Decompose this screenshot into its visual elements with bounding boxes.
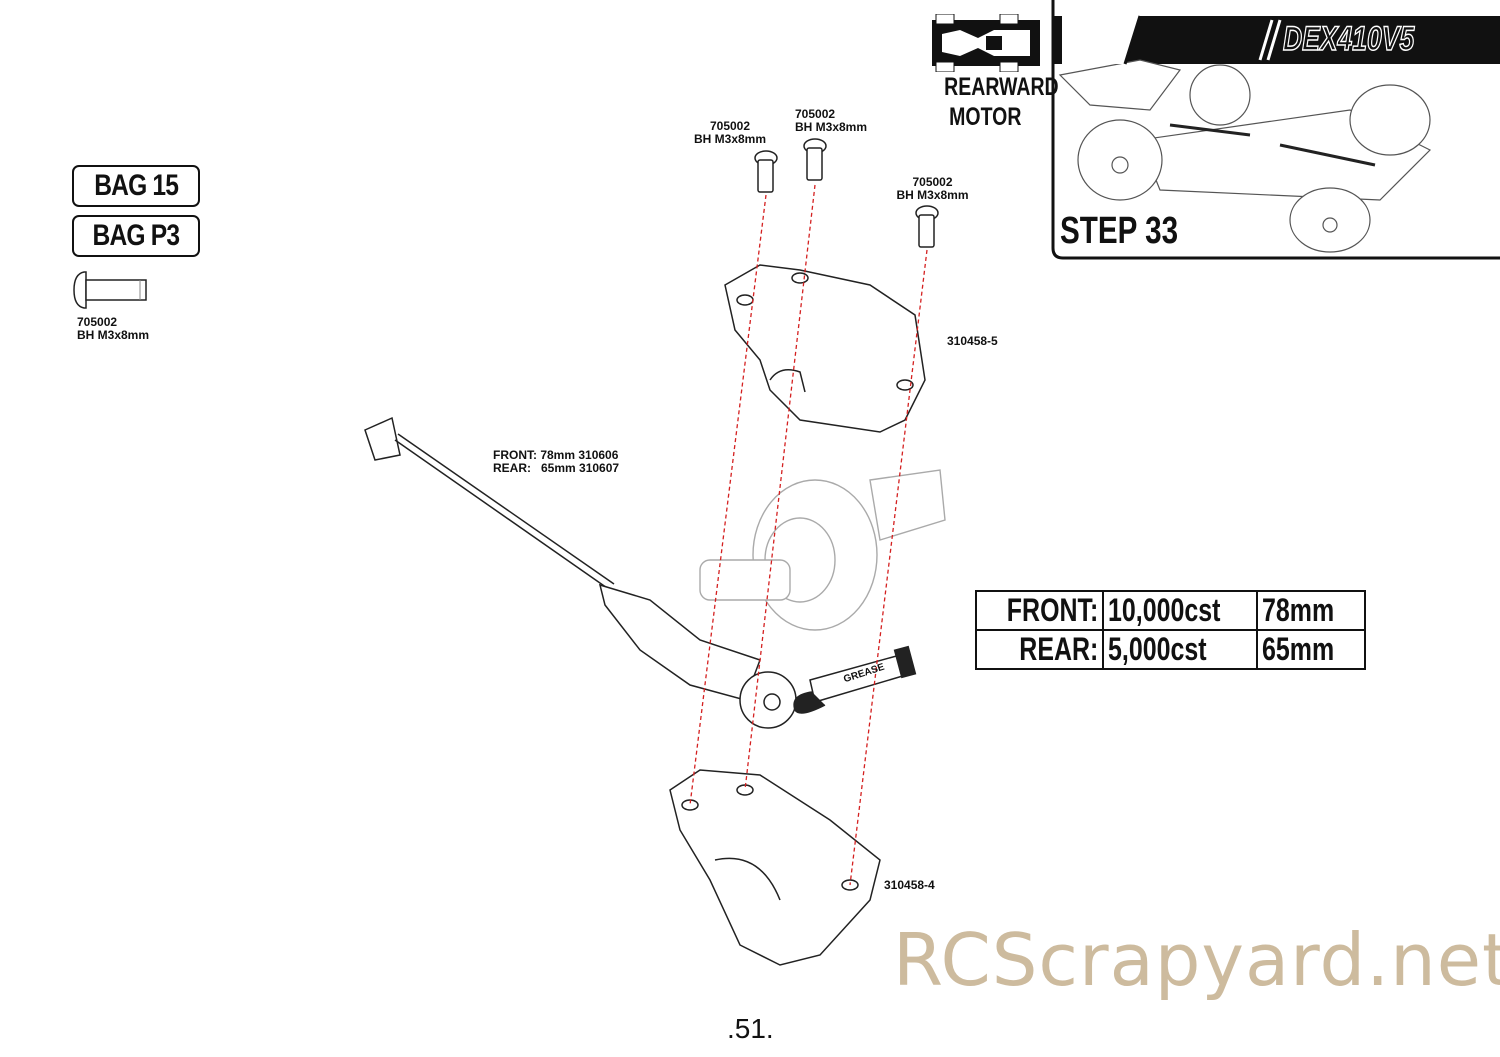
lower-diff-housing [669, 769, 881, 966]
page-number: .51. [727, 1013, 774, 1044]
watermark: RCScrapyard.net [893, 918, 1500, 1002]
screw-icon [915, 205, 939, 248]
screw-icon [803, 138, 827, 181]
lower-housing-part-number: 310458-4 [884, 878, 935, 892]
diff-oil-spec-table: FRONT: 10,000cst 78mm REAR: 5,000cst 65m… [974, 590, 1367, 670]
assembly-guide-lines [689, 184, 928, 886]
step-title: STEP 33 [1060, 210, 1179, 252]
upper-diff-housing [724, 264, 926, 433]
screw-icon [754, 150, 778, 193]
driveshaft [364, 416, 761, 701]
differential-assembly [699, 469, 946, 631]
step-header-box [1051, 0, 1500, 260]
grease-tube-icon [793, 645, 917, 714]
bag-15-text: BAG 15 [94, 169, 179, 202]
dex410-logo: DEX410V5 [1282, 19, 1415, 59]
table-row: FRONT: 10,000cst 78mm [974, 590, 1367, 631]
pinion-gear [739, 671, 797, 729]
bag-p3-label: BAG P3 [72, 215, 200, 257]
bag-p3-text: BAG P3 [92, 219, 180, 252]
screw-legend-icon [73, 271, 147, 309]
upper-housing-part-number: 310458-5 [947, 334, 998, 348]
buggy-overview-illustration [1058, 59, 1432, 253]
table-row: REAR: 5,000cst 65mm [974, 629, 1367, 670]
bag-15-label: BAG 15 [72, 165, 200, 207]
rearward-motor-icon [932, 14, 1040, 72]
